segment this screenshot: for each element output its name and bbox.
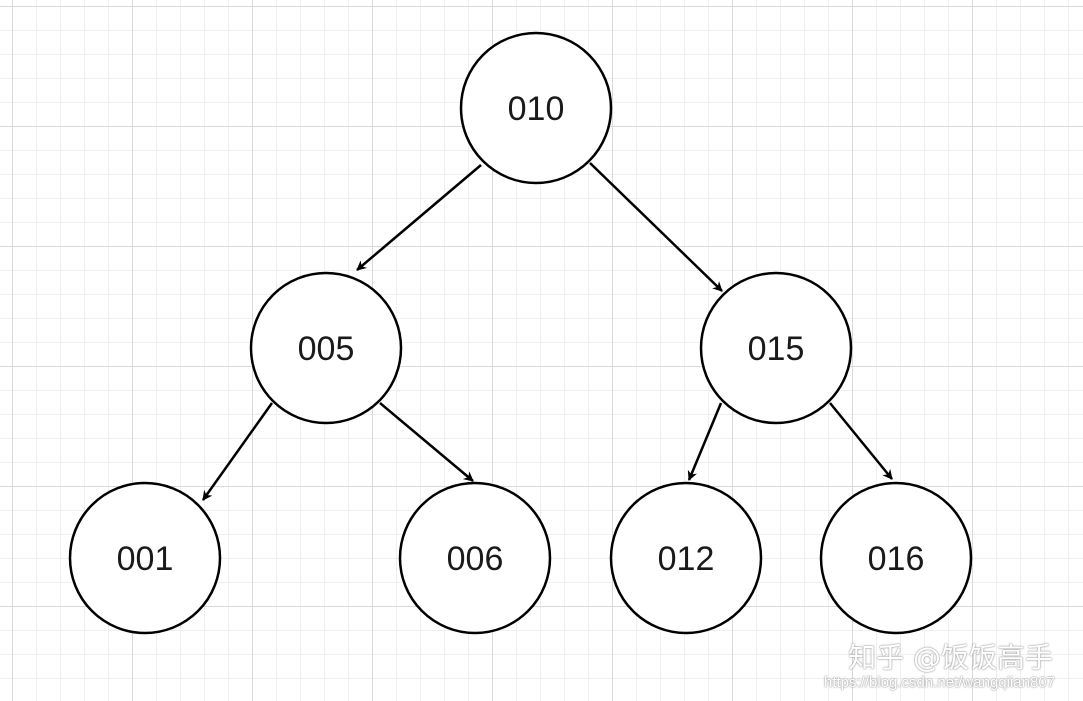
node-label-001: 001 (117, 540, 174, 578)
tree-node-015: 015 (699, 271, 853, 425)
node-label-012: 012 (658, 540, 715, 578)
watermark-zhihu: 知乎 @饭饭高手 (848, 641, 1053, 674)
edge-010-015 (589, 162, 723, 292)
node-circle (699, 271, 853, 425)
node-label-015: 015 (748, 330, 805, 368)
node-circle (609, 481, 763, 635)
node-circle (398, 481, 552, 635)
edge-010-005 (356, 164, 482, 271)
tree-node-006: 006 (398, 481, 552, 635)
edge-005-001 (201, 402, 274, 501)
node-circle (68, 481, 222, 635)
node-label-005: 005 (298, 330, 355, 368)
tree-node-016: 016 (819, 481, 973, 635)
edges (201, 162, 893, 501)
tree-node-005: 005 (249, 271, 403, 425)
node-circle (819, 481, 973, 635)
node-label-010: 010 (508, 90, 565, 128)
node-circle (249, 271, 403, 425)
edge-005-006 (379, 402, 474, 482)
watermark-url: https://blog.csdn.net/wangqiian807 (824, 674, 1055, 691)
tree-node-001: 001 (68, 481, 222, 635)
tree-node-012: 012 (609, 481, 763, 635)
node-label-016: 016 (868, 540, 925, 578)
edge-015-016 (829, 402, 893, 480)
node-label-006: 006 (447, 540, 504, 578)
tree-node-010: 010 (459, 31, 613, 185)
node-circle (459, 31, 613, 185)
edge-015-012 (687, 402, 723, 481)
